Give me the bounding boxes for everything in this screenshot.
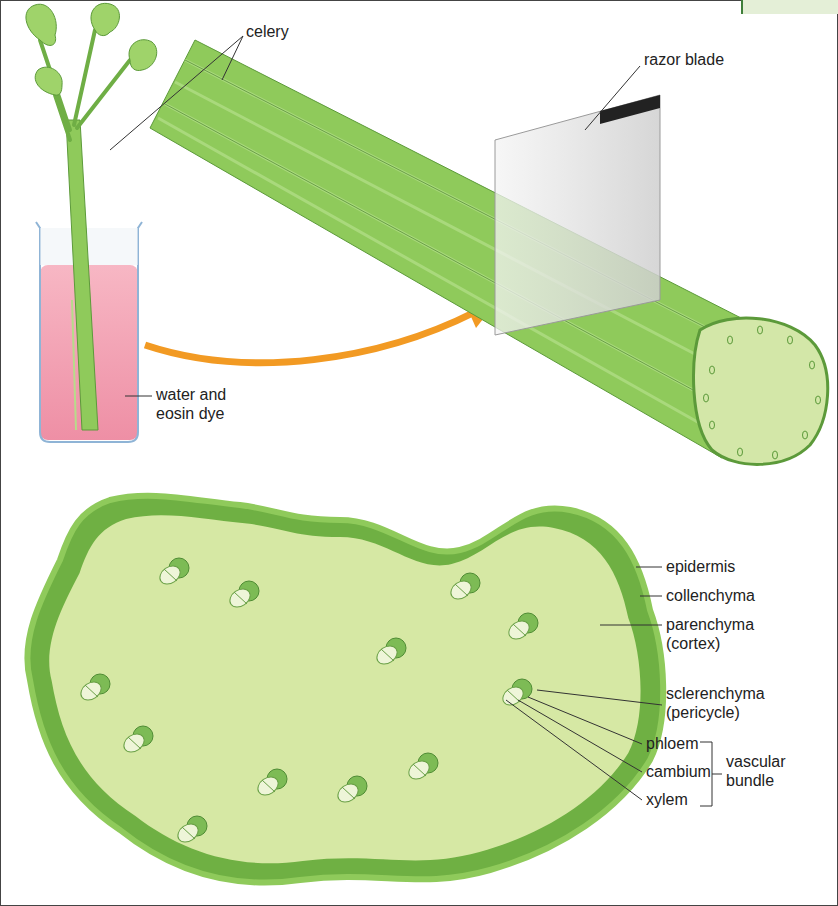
vascular-bundle-shape bbox=[334, 776, 367, 806]
part-label: sclerenchyma (pericycle) bbox=[666, 684, 786, 722]
vascular-bundle-shape bbox=[499, 679, 532, 709]
vascular-bundle-shape bbox=[447, 573, 480, 603]
vascular-bundle-shape bbox=[77, 674, 110, 704]
part-label: parenchyma (cortex) bbox=[666, 615, 776, 653]
vascular-bundle-shape bbox=[373, 638, 406, 668]
part-label: water and eosin dye bbox=[156, 385, 246, 423]
part-label: phloem bbox=[646, 734, 698, 753]
vascular-bundle-shape bbox=[405, 753, 438, 783]
part-label: collenchyma bbox=[666, 586, 755, 605]
vascular-bundle-shape bbox=[156, 558, 189, 588]
part-label: xylem bbox=[646, 790, 688, 809]
vascular-bundle-shape bbox=[226, 581, 259, 611]
vascular-bundle-shape bbox=[254, 769, 287, 799]
vascular-bundle-shape bbox=[174, 816, 207, 846]
vascular-bundle-shape bbox=[505, 613, 538, 643]
part-label: cambium bbox=[646, 762, 711, 781]
part-label: epidermis bbox=[666, 557, 735, 576]
part-label: razor blade bbox=[644, 50, 724, 69]
part-label: vascular bundle bbox=[726, 752, 806, 790]
part-label: celery bbox=[246, 22, 289, 41]
vascular-bundle-shape bbox=[120, 726, 153, 756]
